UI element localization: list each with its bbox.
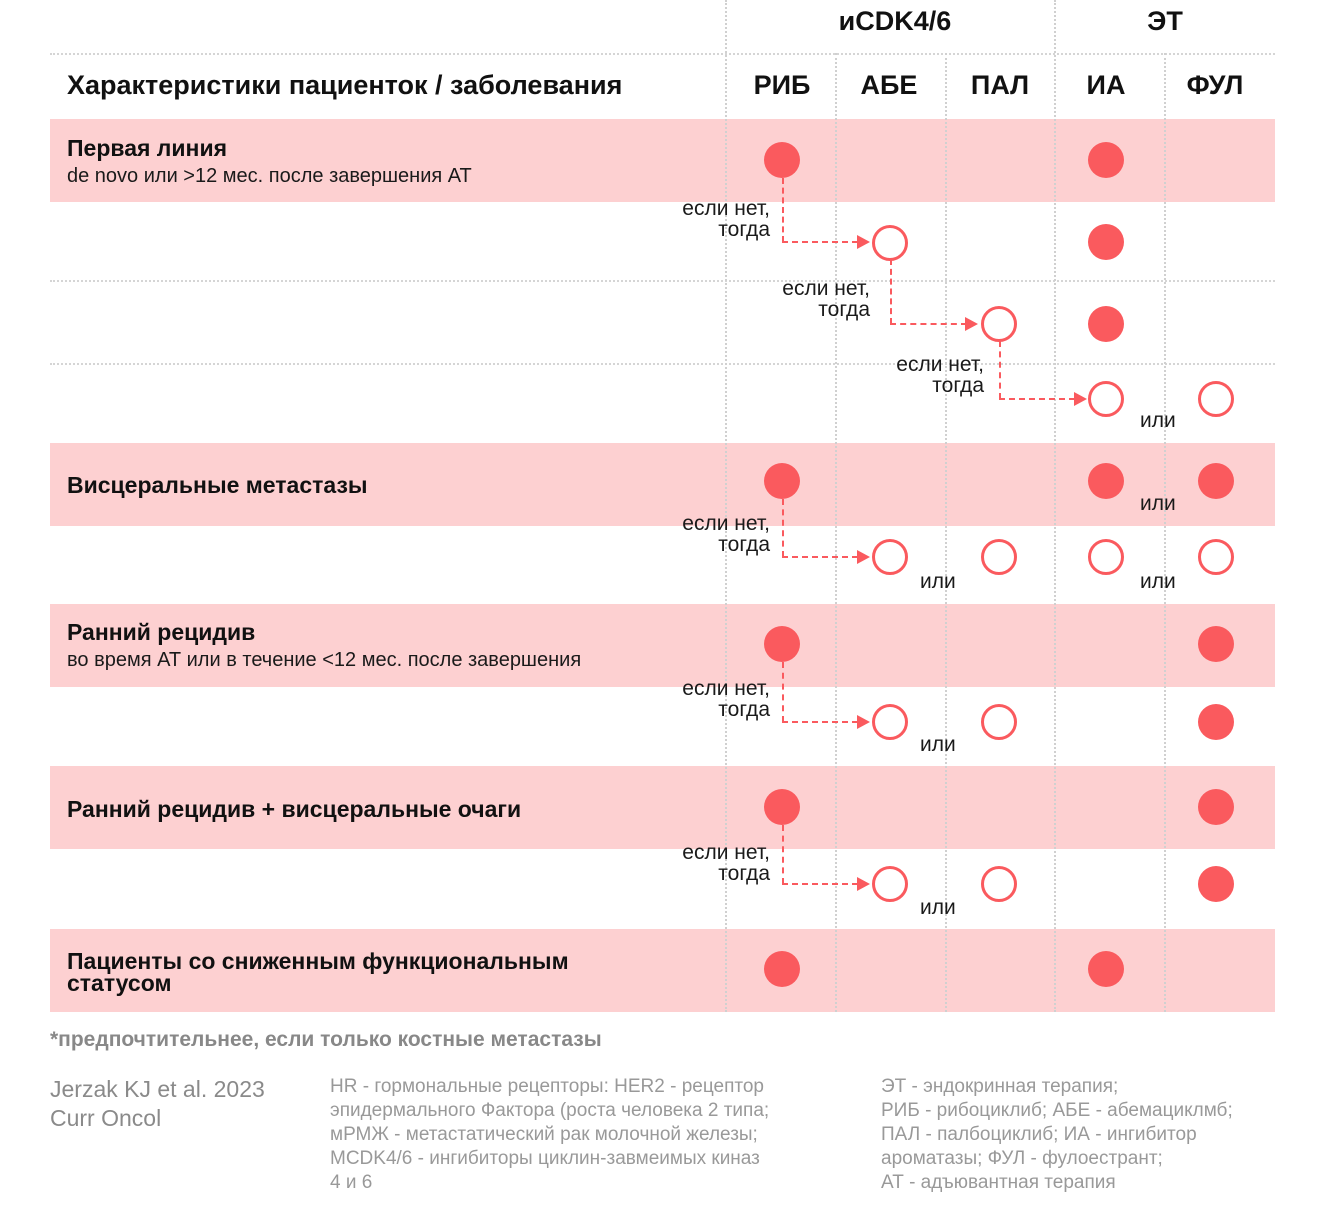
row-subtitle-early-relapse: во время АТ или в течение <12 мес. после… bbox=[67, 649, 582, 671]
row-title-early-relapse: Ранний рецидив bbox=[67, 619, 256, 645]
row-title-reduced-status-line2: статусом bbox=[67, 970, 172, 996]
dashed-connector bbox=[782, 241, 858, 243]
condition-label: если нет,тогда bbox=[782, 277, 870, 321]
dashed-connector bbox=[999, 341, 1001, 399]
row-band-early-relapse bbox=[50, 604, 1275, 687]
hollow-marker-pal bbox=[981, 866, 1017, 902]
filled-marker-ia bbox=[1088, 463, 1124, 499]
arrow-right-icon bbox=[857, 235, 870, 249]
or-label: или bbox=[1140, 570, 1176, 593]
or-label: или bbox=[1140, 492, 1176, 515]
condition-label: если нет,тогда bbox=[682, 841, 770, 885]
hollow-marker-ia bbox=[1088, 381, 1124, 417]
reference-journal: Curr Oncol bbox=[50, 1105, 162, 1131]
hollow-marker-abe bbox=[872, 866, 908, 902]
filled-marker-ia bbox=[1088, 951, 1124, 987]
row-title-visceral: Висцеральные метастазы bbox=[67, 472, 368, 498]
condition-label: если нет,тогда bbox=[682, 197, 770, 241]
hollow-marker-ia bbox=[1088, 539, 1124, 575]
filled-marker-ful bbox=[1198, 789, 1234, 825]
row-title-first-line: Первая линия bbox=[67, 135, 228, 161]
or-label: или bbox=[920, 896, 956, 919]
reference-authors: Jerzak KJ et al. 2023 bbox=[50, 1076, 265, 1102]
column-divider bbox=[1164, 53, 1166, 1012]
filled-marker-ful bbox=[1198, 704, 1234, 740]
filled-marker-rib bbox=[764, 463, 800, 499]
arrow-right-icon bbox=[857, 550, 870, 564]
column-header-rib: РИБ bbox=[753, 70, 811, 100]
filled-marker-ful bbox=[1198, 866, 1234, 902]
filled-marker-rib bbox=[764, 142, 800, 178]
row-title-reduced-status: Пациенты со сниженным функциональным bbox=[67, 948, 569, 974]
row-divider bbox=[50, 363, 1275, 365]
filled-marker-rib bbox=[764, 951, 800, 987]
row-band-visceral bbox=[50, 443, 1275, 526]
arrow-right-icon bbox=[1074, 392, 1087, 406]
or-label: или bbox=[920, 570, 956, 593]
row-band-early-relapse-visceral bbox=[50, 766, 1275, 849]
condition-label: если нет,тогда bbox=[682, 677, 770, 721]
column-header-abe: АБЕ bbox=[860, 70, 918, 100]
hollow-marker-ful bbox=[1198, 539, 1234, 575]
dashed-connector bbox=[782, 499, 784, 557]
or-label: или bbox=[1140, 409, 1176, 432]
column-divider bbox=[1054, 0, 1056, 1012]
dashed-connector bbox=[782, 883, 858, 885]
row-band-reduced-status bbox=[50, 929, 1275, 1012]
row-header-title: Характеристики пациенток / заболевания bbox=[67, 70, 623, 100]
group-header-et: ЭТ bbox=[1147, 6, 1183, 36]
filled-marker-rib bbox=[764, 789, 800, 825]
group-header-cdk: иCDK4/6 bbox=[838, 6, 952, 36]
dashed-connector bbox=[782, 556, 858, 558]
filled-marker-ful bbox=[1198, 626, 1234, 662]
dashed-connector bbox=[890, 259, 892, 324]
column-divider bbox=[835, 53, 837, 1012]
arrow-right-icon bbox=[857, 715, 870, 729]
arrow-right-icon bbox=[965, 317, 978, 331]
condition-label: если нет,тогда bbox=[682, 512, 770, 556]
row-subtitle-first-line: de novo или >12 мес. после завершения АТ bbox=[67, 165, 472, 187]
arrow-right-icon bbox=[857, 877, 870, 891]
reference: Jerzak KJ et al. 2023 Curr Oncol bbox=[50, 1075, 265, 1133]
filled-marker-rib bbox=[764, 626, 800, 662]
or-label: или bbox=[920, 733, 956, 756]
filled-marker-ia bbox=[1088, 142, 1124, 178]
filled-marker-ia bbox=[1088, 224, 1124, 260]
legend-abbreviations-right: ЭТ - эндокринная терапия; РИБ - рибоцикл… bbox=[881, 1076, 1233, 1193]
row-title-early-relapse-visceral: Ранний рецидив + висцеральные очаги bbox=[67, 796, 522, 822]
column-header-pal: ПАЛ bbox=[970, 70, 1030, 100]
hollow-marker-abe bbox=[872, 225, 908, 261]
column-divider bbox=[725, 0, 727, 1012]
filled-marker-ful bbox=[1198, 463, 1234, 499]
dashed-connector bbox=[890, 323, 967, 325]
header-divider bbox=[50, 53, 1275, 55]
hollow-marker-ful bbox=[1198, 381, 1234, 417]
hollow-marker-pal bbox=[981, 306, 1017, 342]
dashed-connector bbox=[999, 398, 1075, 400]
dashed-connector bbox=[782, 721, 858, 723]
hollow-marker-abe bbox=[872, 704, 908, 740]
column-header-ful: ФУЛ bbox=[1186, 70, 1244, 100]
dashed-connector bbox=[782, 662, 784, 722]
condition-label: если нет,тогда bbox=[896, 353, 984, 397]
dashed-connector bbox=[782, 178, 784, 242]
hollow-marker-pal bbox=[981, 539, 1017, 575]
dashed-connector bbox=[782, 825, 784, 884]
footnote: *предпочтительнее, если только костные м… bbox=[50, 1028, 602, 1051]
column-divider bbox=[945, 53, 947, 1012]
hollow-marker-abe bbox=[872, 539, 908, 575]
row-band-first-line bbox=[50, 119, 1275, 202]
row-divider bbox=[50, 280, 1275, 282]
column-header-ia: ИА bbox=[1086, 70, 1126, 100]
filled-marker-ia bbox=[1088, 306, 1124, 342]
hollow-marker-pal bbox=[981, 704, 1017, 740]
legend-abbreviations-left: HR - гормональные рецепторы: HER2 - реце… bbox=[330, 1076, 770, 1193]
